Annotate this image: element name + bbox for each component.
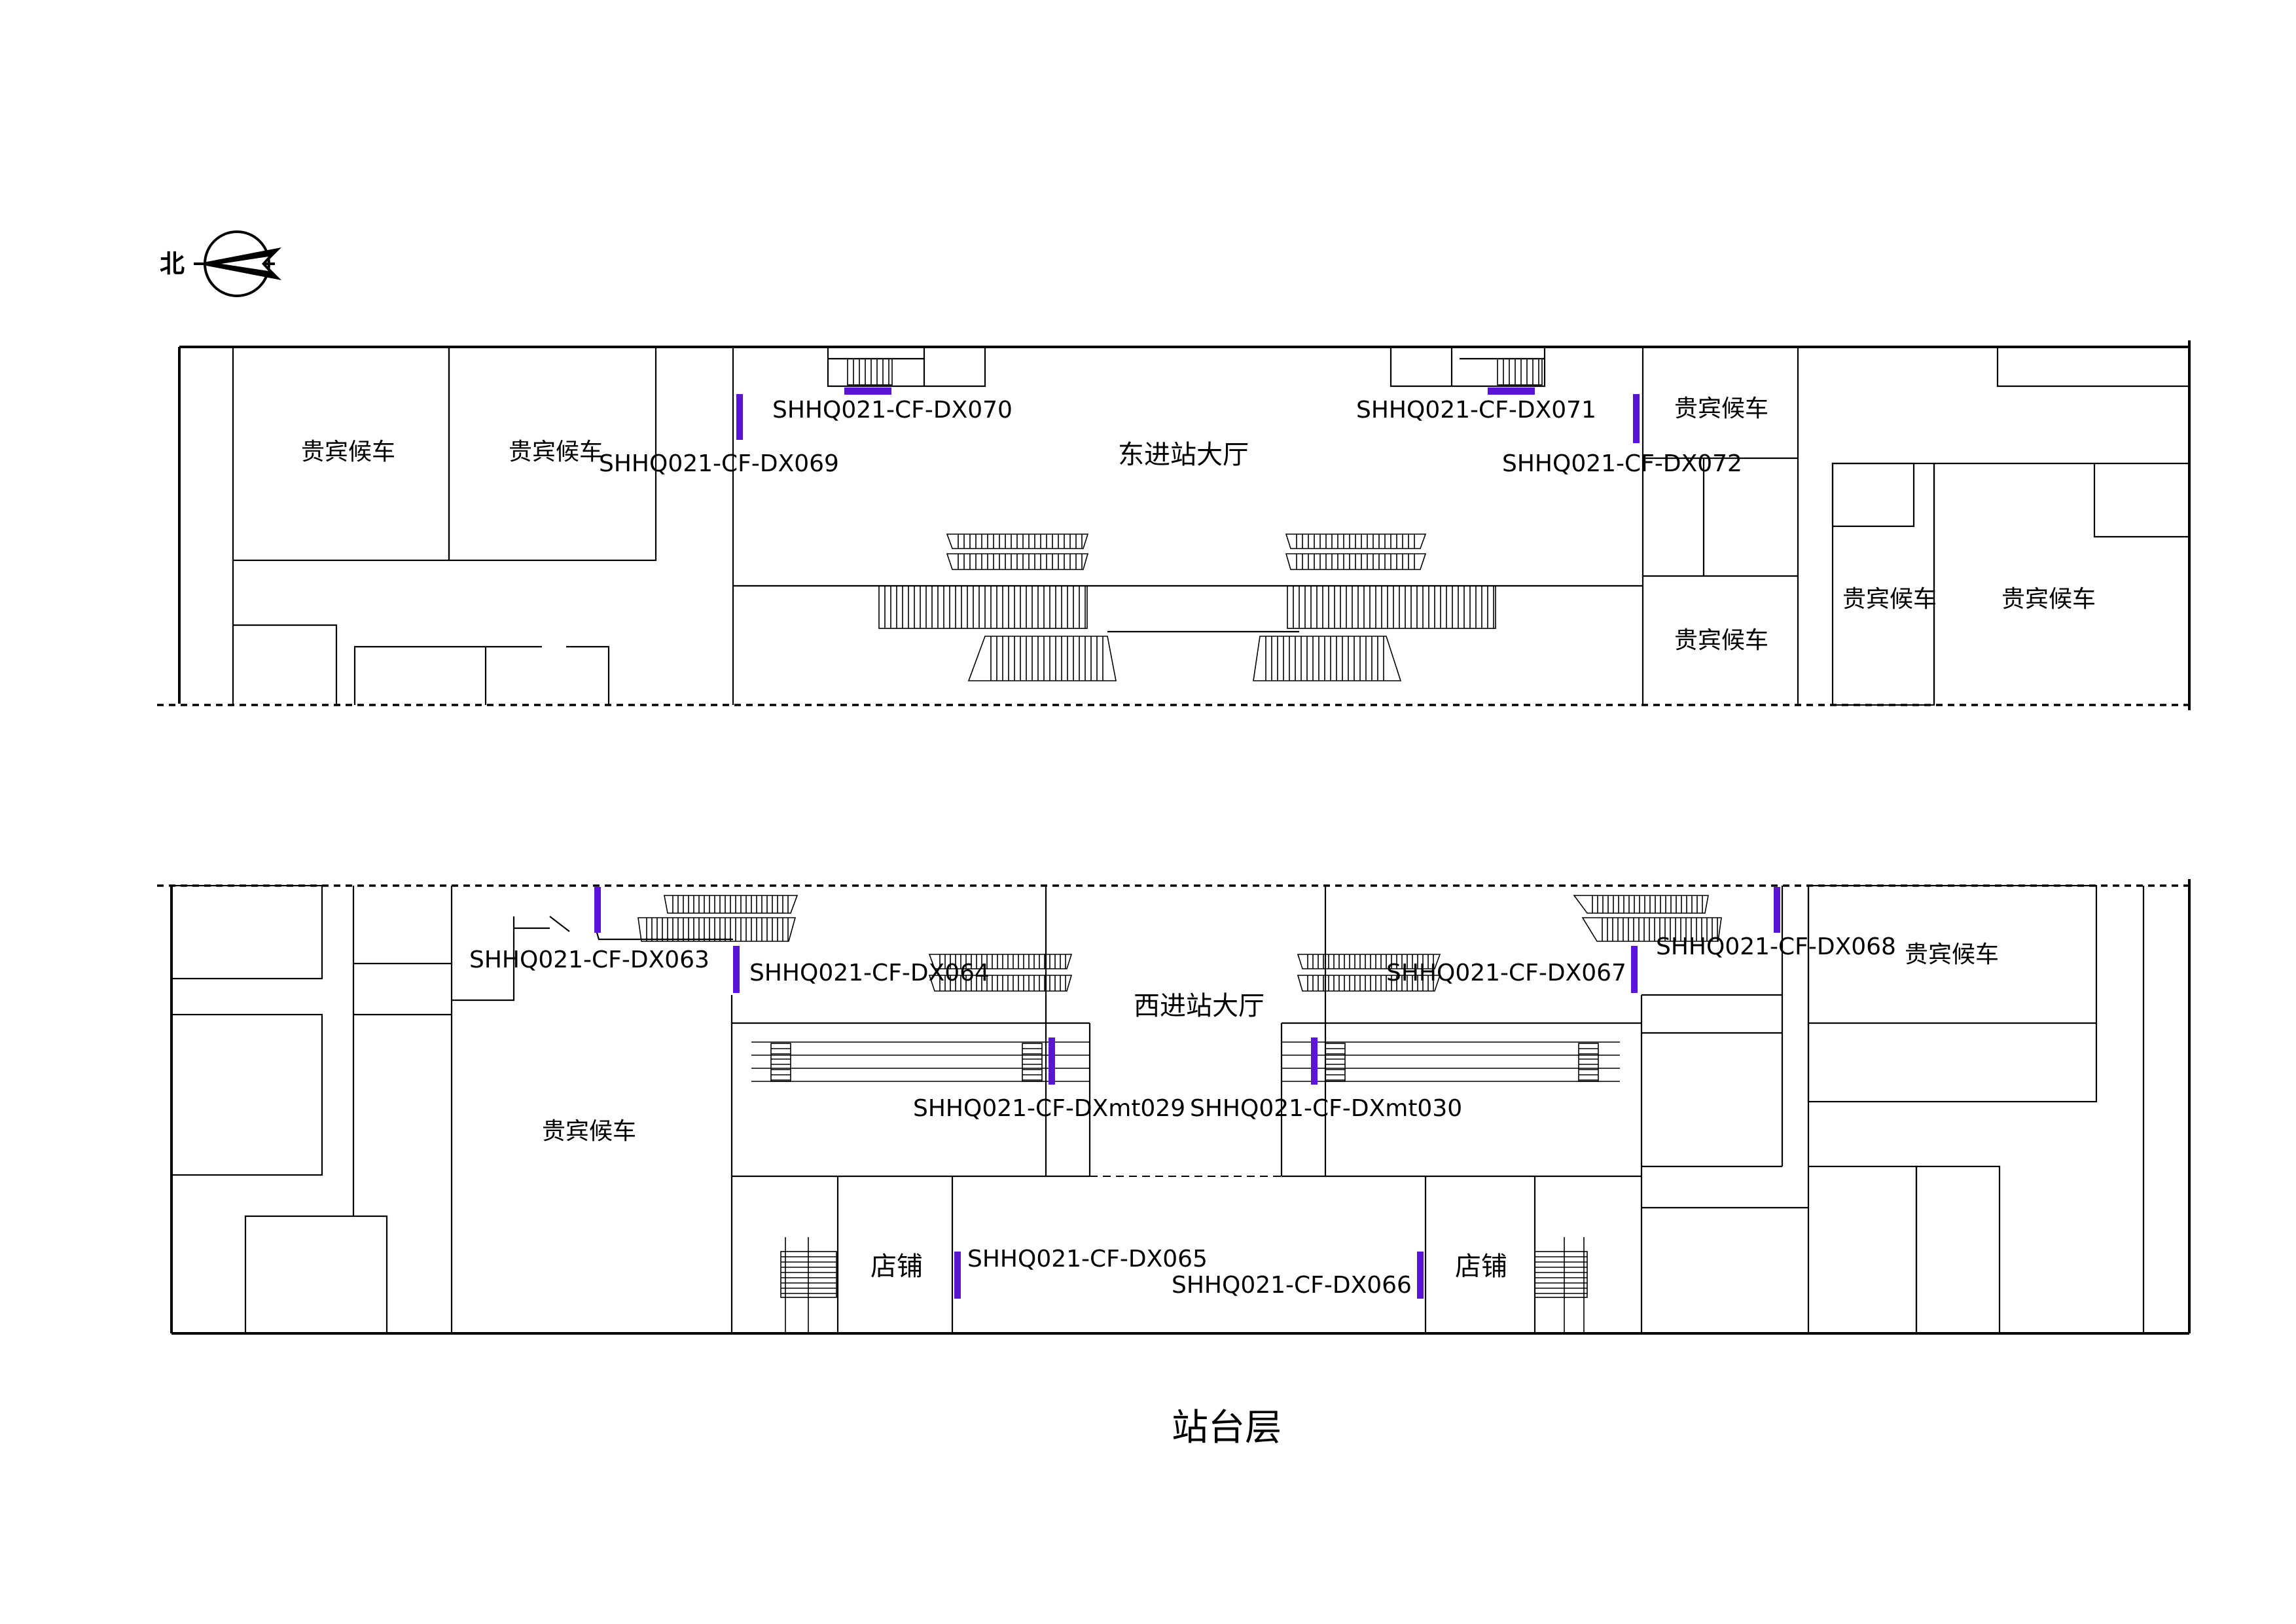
room-label-vip-6: 贵宾候车 (2001, 586, 2096, 613)
room-label-vip-7: 贵宾候车 (542, 1118, 636, 1145)
escalator-lower-left-1 (664, 895, 798, 914)
marker-dx064[interactable] (733, 946, 740, 993)
hall-label-east: 东进站大厅 (1118, 440, 1249, 470)
ad-markers (594, 388, 1780, 1299)
code-dx072[interactable]: SHHQ021-CF-DX072 (1502, 450, 1742, 477)
code-dx070[interactable]: SHHQ021-CF-DX070 (772, 397, 1013, 424)
stair-upper-right (1287, 585, 1496, 629)
room-label-vip-4: 贵宾候车 (1674, 627, 1768, 654)
marker-dx065[interactable] (954, 1252, 961, 1299)
escalator-lower-mid-right-2 (1297, 975, 1441, 992)
room-label-vip-2: 贵宾候车 (509, 439, 603, 465)
escalator-lower-mid-right-1 (1297, 954, 1441, 969)
marker-dx069[interactable] (736, 394, 743, 440)
east-hall-escalators (847, 358, 1543, 681)
room-label-shop-2: 店铺 (1455, 1252, 1507, 1282)
escalator-upper-left-2 (967, 636, 1117, 681)
marker-dx072[interactable] (1633, 394, 1640, 443)
marker-dx071[interactable] (1488, 388, 1535, 395)
marker-dx063[interactable] (594, 887, 601, 933)
marker-dx068[interactable] (1774, 887, 1780, 933)
north-arrow-notch (221, 257, 268, 271)
room-vip-2 (448, 346, 657, 562)
escalator-upper-right-2 (1253, 636, 1402, 681)
west-concourse-outline (157, 879, 2191, 1335)
moving-walkway-right (1282, 1041, 1620, 1082)
north-label: 北 (160, 249, 185, 278)
north-arrow: 北 (160, 230, 281, 297)
code-dx069[interactable]: SHHQ021-CF-DX069 (599, 450, 839, 477)
room-label-vip-8: 贵宾候车 (1905, 941, 1999, 968)
marker-dx066[interactable] (1417, 1252, 1424, 1299)
marker-dxmt029[interactable] (1049, 1038, 1055, 1085)
room-label-vip-1: 贵宾候车 (301, 439, 395, 465)
code-dx066[interactable]: SHHQ021-CF-DX066 (1172, 1272, 1412, 1299)
east-concourse-outline (157, 340, 2191, 710)
code-dxmt030[interactable]: SHHQ021-CF-DXmt030 (1190, 1095, 1462, 1122)
code-dx068[interactable]: SHHQ021-CF-DX068 (1656, 933, 1896, 960)
room-labels: 贵宾候车 贵宾候车 东进站大厅 贵宾候车 贵宾候车 贵宾候车 贵宾候车 西进站大… (301, 395, 2096, 1449)
escalator-lower-left-2 (637, 917, 797, 942)
code-dxmt029[interactable]: SHHQ021-CF-DXmt029 (913, 1095, 1185, 1122)
stair-shop-right (1534, 1237, 1588, 1333)
stair-upper-left (878, 585, 1088, 629)
code-dx063[interactable]: SHHQ021-CF-DX063 (469, 947, 709, 973)
stair-top-right (1497, 358, 1543, 386)
code-dx071[interactable]: SHHQ021-CF-DX071 (1356, 397, 1596, 424)
marker-dxmt030[interactable] (1311, 1038, 1318, 1085)
stair-shop-left (780, 1237, 837, 1333)
code-dx064[interactable]: SHHQ021-CF-DX064 (749, 960, 990, 986)
code-dx065[interactable]: SHHQ021-CF-DX065 (967, 1246, 1208, 1272)
room-label-vip-5: 贵宾候车 (1842, 586, 1937, 613)
code-dx067[interactable]: SHHQ021-CF-DX067 (1386, 960, 1626, 986)
ad-code-labels: SHHQ021-CF-DX070 SHHQ021-CF-DX069 SHHQ02… (469, 397, 1896, 1299)
room-label-vip-3: 贵宾候车 (1674, 395, 1768, 422)
moving-walkway-left (751, 1041, 1090, 1082)
plan-title: 站台层 (1172, 1407, 1282, 1449)
marker-dx067[interactable] (1631, 946, 1638, 993)
marker-dx070[interactable] (844, 388, 891, 395)
hall-label-west: 西进站大厅 (1134, 991, 1265, 1021)
stair-top-left (847, 358, 893, 386)
room-label-shop-1: 店铺 (870, 1252, 923, 1282)
west-hall-escalators (637, 895, 1722, 1333)
escalator-lower-right-1 (1573, 895, 1709, 914)
